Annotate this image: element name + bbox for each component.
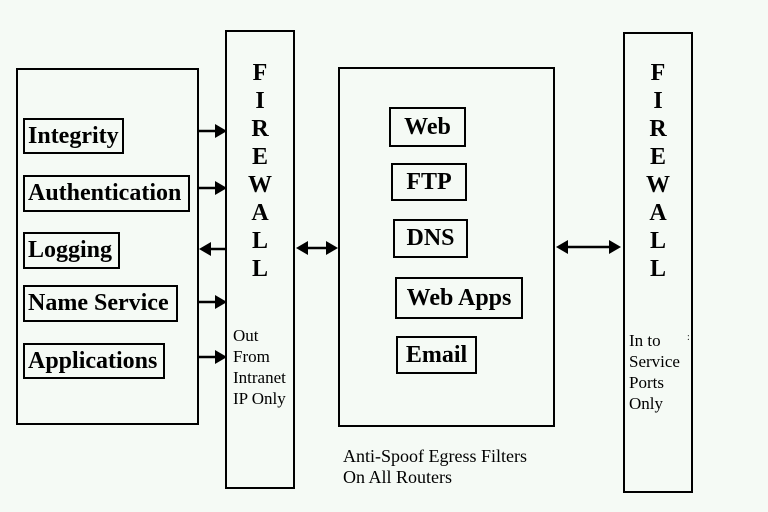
node-web-apps: Web Apps bbox=[395, 277, 523, 319]
node-label: Integrity bbox=[28, 122, 119, 149]
arrow-firewall-left-to-services-bidirectional bbox=[296, 241, 338, 255]
firewall-right-title: F I R E W A L L bbox=[625, 59, 691, 283]
firewall-letter: I bbox=[653, 88, 663, 114]
note-line: Intranet bbox=[233, 368, 286, 387]
note-line: Only bbox=[629, 394, 663, 413]
note-line: Service bbox=[629, 352, 680, 371]
note-line: From bbox=[233, 347, 270, 366]
firewall-letter: L bbox=[251, 256, 268, 282]
node-authentication: Authentication bbox=[23, 175, 190, 212]
node-label: Email bbox=[405, 341, 468, 368]
arrow-services-to-firewall-right-bidirectional bbox=[556, 240, 621, 254]
arrow-firewall-to-logging bbox=[199, 242, 225, 256]
firewall-letter: L bbox=[649, 228, 666, 254]
stray-mark: : bbox=[687, 332, 690, 343]
node-label: Web bbox=[404, 113, 451, 140]
note-line: IP Only bbox=[233, 389, 286, 408]
arrow-name-service-to-firewall bbox=[198, 295, 227, 309]
note-line: Ports bbox=[629, 373, 664, 392]
firewall-right-note: In to Service Ports Only bbox=[629, 330, 680, 414]
firewall-letter: L bbox=[649, 256, 666, 282]
node-ftp: FTP bbox=[391, 163, 467, 201]
note-line: In to bbox=[629, 331, 661, 350]
node-email: Email bbox=[396, 336, 477, 374]
node-label: FTP bbox=[406, 168, 452, 195]
node-label: Web Apps bbox=[406, 284, 512, 311]
firewall-letter: E bbox=[649, 144, 666, 170]
firewall-letter: L bbox=[251, 228, 268, 254]
note-line: Out bbox=[233, 326, 259, 345]
caption-line: On All Routers bbox=[343, 467, 453, 487]
arrow-authentication-to-firewall bbox=[198, 181, 227, 195]
firewall-letter: A bbox=[251, 200, 269, 226]
arrow-applications-to-firewall bbox=[198, 350, 227, 364]
firewall-right: F I R E W A L L In to Service Ports Only… bbox=[623, 32, 693, 493]
node-label: DNS bbox=[406, 225, 455, 251]
firewall-left: F I R E W A L L Out From Intranet IP Onl… bbox=[225, 30, 295, 489]
firewall-letter: R bbox=[649, 116, 667, 142]
arrow-integrity-to-firewall bbox=[198, 124, 227, 138]
node-label: Logging bbox=[28, 237, 113, 263]
node-label: Name Service bbox=[28, 290, 169, 316]
firewall-letter: W bbox=[646, 172, 670, 198]
node-label: Authentication bbox=[28, 180, 182, 206]
firewall-letter: W bbox=[248, 172, 272, 198]
firewall-left-note: Out From Intranet IP Only bbox=[233, 325, 286, 409]
node-name-service: Name Service bbox=[23, 285, 178, 322]
caption-line: Anti-Spoof Egress Filters bbox=[343, 446, 527, 466]
node-integrity: Integrity bbox=[23, 118, 124, 154]
node-applications: Applications bbox=[23, 343, 165, 379]
firewall-letter: F bbox=[252, 60, 268, 86]
firewall-letter: F bbox=[650, 60, 666, 86]
firewall-left-title: F I R E W A L L bbox=[227, 59, 293, 283]
firewall-letter: A bbox=[649, 200, 667, 226]
node-web: Web bbox=[389, 107, 466, 147]
firewall-letter: R bbox=[251, 116, 269, 142]
firewall-letter: I bbox=[255, 88, 265, 114]
firewall-letter: E bbox=[251, 144, 268, 170]
node-dns: DNS bbox=[393, 219, 468, 258]
node-label: Applications bbox=[28, 347, 158, 374]
node-logging: Logging bbox=[23, 232, 120, 269]
caption: Anti-Spoof Egress Filters On All Routers bbox=[343, 446, 527, 488]
